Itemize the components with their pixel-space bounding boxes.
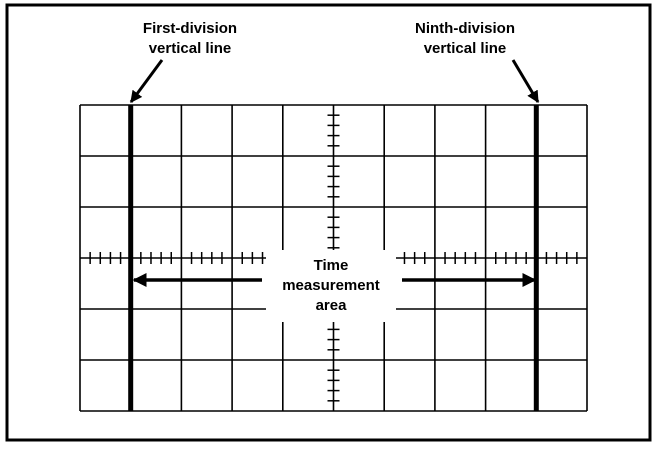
ninth-division-pointer-arrow [511, 59, 540, 104]
graticule-grid [79, 104, 588, 412]
first-division-callout-line2: vertical line [149, 40, 232, 57]
center-label-background [266, 250, 396, 322]
ninth-division-callout-line1: Ninth-division [415, 20, 515, 37]
first-division-pointer-arrow [129, 59, 164, 103]
center-label-line1: Time [314, 257, 349, 274]
highlighted-division-lines [128, 105, 539, 411]
center-label-line3: area [316, 297, 348, 314]
ninth-division-callout-line2: vertical line [424, 40, 507, 57]
outer-frame [5, 3, 652, 442]
first-division-callout-line1: First-division [143, 20, 237, 37]
center-label-line2: measurement [282, 277, 380, 294]
